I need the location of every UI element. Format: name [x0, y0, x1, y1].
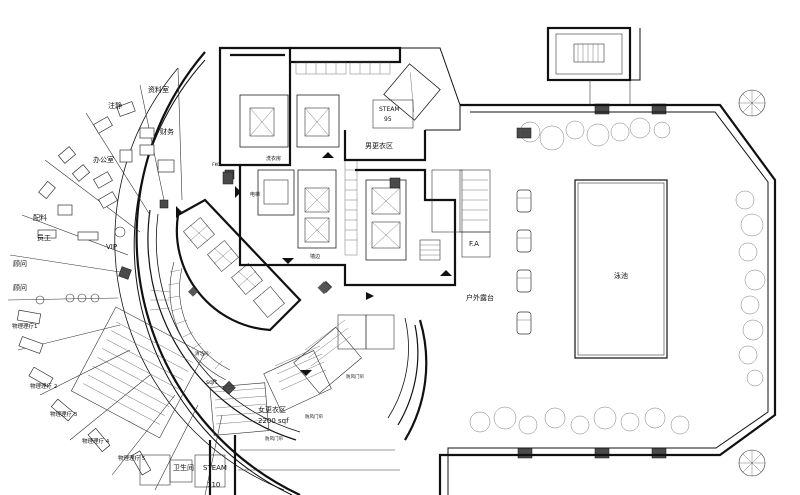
direction-arrows: [176, 152, 452, 376]
label-fa: F.A: [469, 240, 479, 248]
pool: [574, 179, 668, 359]
label-dianti: 电梯: [250, 191, 260, 198]
label-wuli2: 物理理疗 2: [30, 382, 57, 390]
label-caiwu: 财务: [160, 127, 174, 136]
label-sqft-mid: sqft: [206, 379, 218, 386]
label-wuli5: 物理理疗 5: [118, 454, 146, 462]
label-fengmen2: 防风门帘: [265, 435, 283, 442]
diamond-markers: [188, 281, 331, 297]
central-curved-block: [149, 198, 302, 332]
label-yongchi: 泳池: [614, 271, 628, 280]
label-yuangong: 员工: [37, 234, 51, 242]
label-steam-top-area: 95: [384, 116, 392, 123]
plants: [469, 117, 766, 435]
label-mccorner: 墙边: [310, 253, 320, 260]
loungers: [516, 189, 532, 335]
label-zhengwu: 注静: [108, 101, 122, 110]
label-guwen1: 顾问: [13, 260, 27, 268]
room-labels: 注静 资料室 财务 办公室 配料 员工 VIP 顾问 顾问 物理理疗1 物理理疗…: [12, 85, 628, 489]
label-fkc: FKC: [212, 162, 220, 168]
label-steam-low: STEAM: [203, 464, 227, 472]
label-fengmen1: 防风门帘: [305, 413, 323, 420]
label-nv-area: 2200 sqf: [258, 417, 289, 425]
seating-block: [70, 306, 205, 439]
service-core: [218, 46, 491, 287]
label-steam-top: STEAM: [379, 106, 400, 113]
label-cleaning: 清洁间: [195, 350, 209, 357]
label-nangengyi: 男更衣区: [365, 141, 393, 150]
label-peiliao: 配料: [33, 213, 47, 222]
label-qiaomen: 洗衣房: [266, 155, 281, 162]
label-wuli3: 物理理疗 3: [50, 410, 78, 418]
label-nvgengyi: 女更衣区: [258, 405, 286, 414]
label-bangongshi: 办公室: [93, 155, 114, 164]
label-steam-low-area: 110: [207, 481, 220, 489]
circular-wing: [7, 51, 428, 495]
lower-locker-area: [139, 314, 400, 495]
label-fengmen3: 防风门帘: [346, 373, 364, 380]
label-wuli4: 物理理疗 4: [82, 437, 110, 445]
label-guwen2: 顾问: [13, 284, 27, 292]
label-huwai: 户外露台: [466, 293, 494, 302]
label-weisheng: 卫生间: [173, 463, 194, 472]
label-wuli1: 物理理疗1: [12, 322, 38, 330]
terrace: [438, 26, 777, 495]
label-ziliaoshi: 资料室: [148, 85, 169, 94]
label-vip: VIP: [106, 243, 117, 251]
